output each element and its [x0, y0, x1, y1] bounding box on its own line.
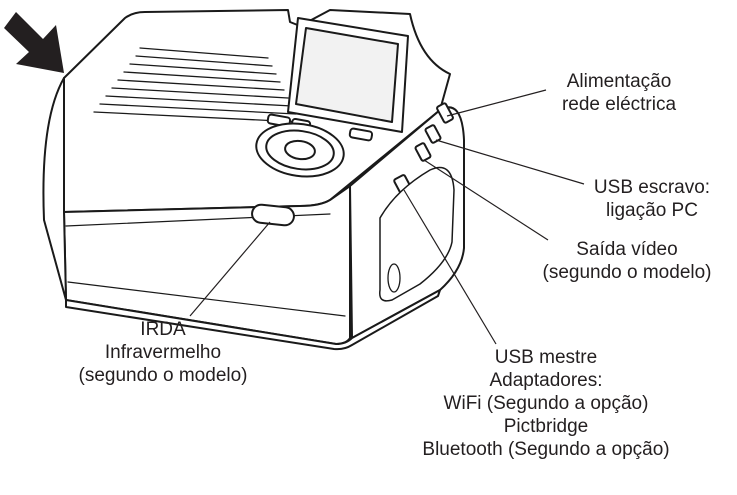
vent-slots: [93, 47, 301, 123]
label-power-line2: rede eléctrica: [561, 94, 677, 115]
label-irda-line2: Infravermelho: [104, 342, 222, 363]
printer-left-edge: [42, 77, 67, 301]
label-video-out: Saída vídeo (segundo o modelo): [532, 238, 722, 284]
irda-window: [251, 203, 295, 227]
label-video-out-line2: (segundo o modelo): [542, 262, 712, 283]
lcd-screen: [295, 27, 399, 123]
power-port: [436, 102, 454, 124]
leader-usb-slave: [435, 139, 585, 185]
label-video-out-line1: Saída vídeo: [576, 239, 678, 260]
usb-slave-port: [424, 124, 442, 144]
label-usb-slave-line1: USB escravo:: [593, 177, 711, 198]
pointer-arrow: [4, 12, 64, 73]
label-irda: IRDA Infravermelho (segundo o modelo): [48, 318, 278, 387]
leader-usb-master: [403, 189, 497, 345]
video-port: [414, 142, 432, 162]
label-irda-line3: (segundo o modelo): [78, 365, 248, 386]
leader-irda: [189, 221, 271, 317]
label-usb-master-line4: Pictbridge: [503, 416, 589, 437]
label-usb-slave: USB escravo: ligação PC: [582, 176, 722, 222]
leader-video: [423, 159, 549, 241]
leader-power: [446, 89, 547, 117]
printer-base: [65, 289, 441, 351]
label-usb-master: USB mestre Adaptadores: WiFi (Segundo a …: [376, 346, 716, 461]
label-power: Alimentação rede eléctrica: [544, 70, 694, 116]
nav-pad-center: [284, 139, 316, 161]
label-usb-master-line2: Adaptadores:: [489, 370, 603, 391]
label-usb-slave-line2: ligação PC: [606, 200, 698, 221]
label-power-line1: Alimentação: [566, 71, 672, 92]
label-usb-master-line1: USB mestre: [494, 347, 598, 368]
label-usb-master-line3: WiFi (Segundo a opção): [443, 393, 649, 414]
label-usb-master-line5: Bluetooth (Segundo a opção): [422, 439, 670, 460]
label-irda-line1: IRDA: [140, 319, 186, 340]
